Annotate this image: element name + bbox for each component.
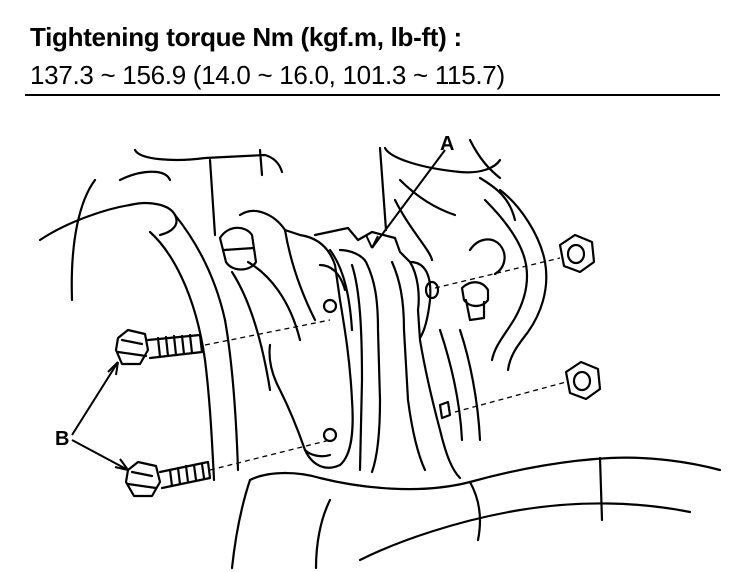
leader-lines [71,149,446,471]
suspension-illustration: A B [38,133,722,570]
strut-assembly [133,138,517,262]
torque-spec: Tightening torque Nm (kgf.m, lb-ft) : 13… [30,8,720,94]
bolt-upper [114,328,204,366]
brake-hose [38,170,240,482]
header-divider [25,94,720,96]
strut-bracket [238,209,354,469]
torque-spec-values: 137.3 ~ 156.9 (14.0 ~ 16.0, 101.3 ~ 115.… [30,60,505,90]
wheel-hub [230,456,722,570]
bolt-lower [124,460,212,498]
hose-fitting [218,226,302,392]
steering-knuckle [313,226,462,480]
alignment-lines [204,257,567,471]
nut-lower [564,360,602,401]
callout-a-label: A [440,133,454,155]
nut-upper [558,233,596,274]
torque-spec-title: Tightening torque Nm (kgf.m, lb-ft) : [30,22,462,52]
callout-b-label: B [55,428,69,450]
abs-sensor-cable [438,188,548,442]
